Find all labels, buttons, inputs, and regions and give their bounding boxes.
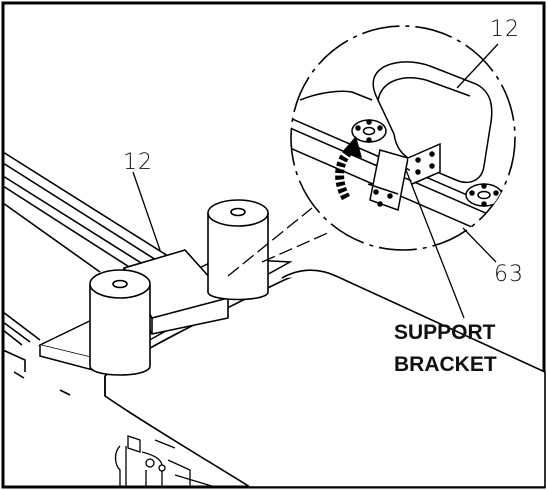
detail-callout-lines [227, 207, 331, 277]
roller-left [89, 269, 151, 376]
leader-lines [132, 43, 499, 319]
support-bracket-label-line2: BRACKET [394, 353, 497, 376]
callout-part-12-detail: 12 [490, 17, 520, 42]
callout-part-12-main: 12 [123, 150, 153, 175]
callout-part-63: 63 [494, 262, 524, 287]
carriage-platform [104, 269, 546, 488]
support-bracket-label: SUPPORT BRACKET [394, 321, 497, 377]
detail-circle [290, 25, 516, 251]
undercarriage-parts [114, 435, 216, 488]
roller-right [207, 199, 269, 301]
rotation-arrow [335, 136, 362, 201]
support-bracket-label-line1: SUPPORT [394, 321, 496, 344]
